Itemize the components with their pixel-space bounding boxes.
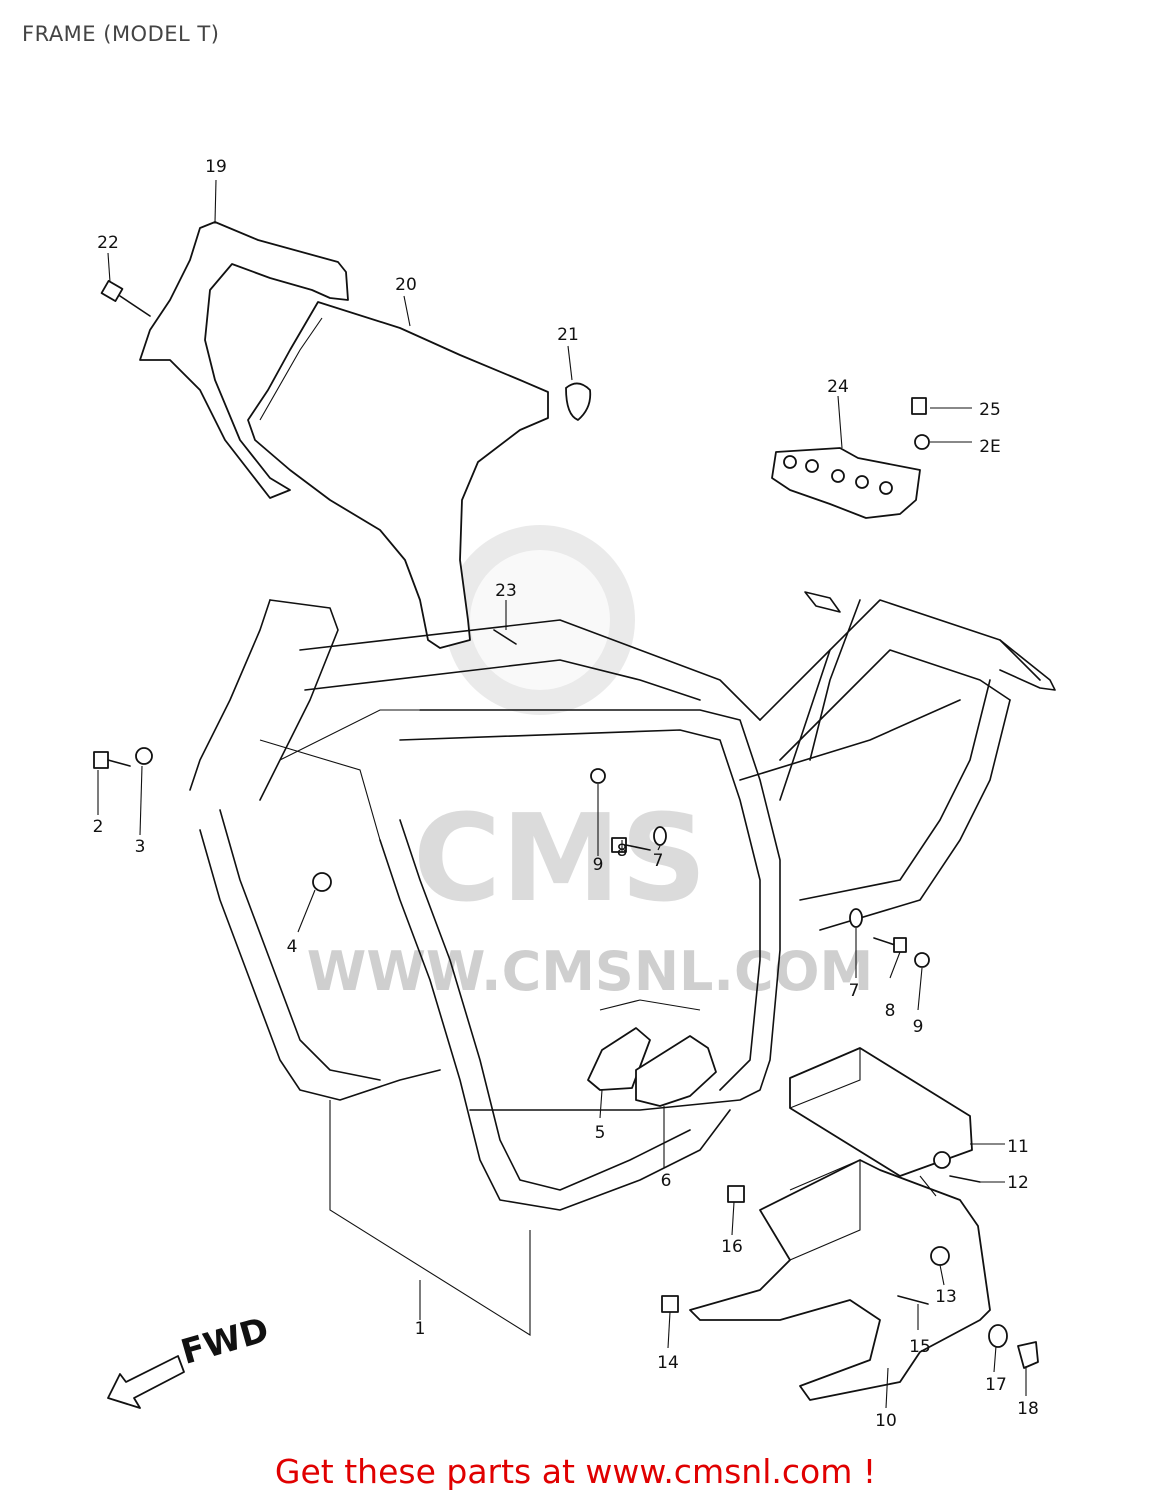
exploded-parts-diagram: WWW.CMSNL.COM CMS xyxy=(93,157,1056,1431)
callout-5: 5 xyxy=(595,1123,606,1143)
callout-labels: 19 22 20 21 24 25 2E 23 2 3 4 9 8 7 7 8 … xyxy=(93,157,1039,1431)
callout-1: 1 xyxy=(415,1319,426,1339)
callout-4: 4 xyxy=(287,937,298,957)
callout-6: 6 xyxy=(661,1171,672,1191)
part-21-clip xyxy=(565,382,592,421)
callout-2: 2 xyxy=(93,817,104,837)
fwd-label: FWD xyxy=(177,1310,274,1373)
part-6-plate xyxy=(635,1035,717,1107)
page-title: FRAME (MODEL T) xyxy=(22,22,220,46)
callout-8a: 8 xyxy=(617,841,628,861)
callout-22: 22 xyxy=(97,233,119,253)
callout-12: 12 xyxy=(1007,1173,1029,1193)
part-1-frame xyxy=(189,591,1056,1336)
callout-15: 15 xyxy=(909,1337,931,1357)
part-10-bracket xyxy=(689,1159,991,1401)
part-5-plate xyxy=(587,1027,651,1091)
callout-9b: 9 xyxy=(913,1017,924,1037)
callout-23: 23 xyxy=(495,581,517,601)
watermark: WWW.CMSNL.COM CMS xyxy=(307,525,873,1003)
callout-20: 20 xyxy=(395,275,417,295)
watermark-text: WWW.CMSNL.COM xyxy=(307,940,873,1003)
callout-21: 21 xyxy=(557,325,579,345)
callout-7a: 7 xyxy=(653,851,664,871)
part-23-pin xyxy=(493,629,517,645)
callout-13: 13 xyxy=(935,1287,957,1307)
callout-10: 10 xyxy=(875,1411,897,1431)
callout-8b: 8 xyxy=(885,1001,896,1021)
callout-17: 17 xyxy=(985,1375,1007,1395)
callout-11: 11 xyxy=(1007,1137,1029,1157)
part-22-bolt xyxy=(100,280,151,317)
part-25-screw xyxy=(911,397,927,415)
callout-26: 2E xyxy=(979,437,1001,457)
callout-16: 16 xyxy=(721,1237,743,1257)
callout-25: 25 xyxy=(979,400,1001,420)
callout-18: 18 xyxy=(1017,1399,1039,1419)
callout-14: 14 xyxy=(657,1353,679,1373)
callout-7b: 7 xyxy=(849,981,860,1001)
svg-text:CMS: CMS xyxy=(413,790,707,929)
footer-link[interactable]: Get these parts at www.cmsnl.com ! xyxy=(274,1452,877,1491)
leader-lines xyxy=(97,179,1027,1409)
callout-3: 3 xyxy=(135,837,146,857)
callout-9a: 9 xyxy=(593,855,604,875)
part-26-washer xyxy=(914,434,930,450)
callout-24: 24 xyxy=(827,377,849,397)
part-19-cover-bracket xyxy=(139,221,349,499)
fastener-parts xyxy=(93,747,1039,1369)
part-20-cover xyxy=(247,301,549,649)
fwd-arrow: FWD xyxy=(107,1310,274,1409)
callout-19: 19 xyxy=(205,157,227,177)
